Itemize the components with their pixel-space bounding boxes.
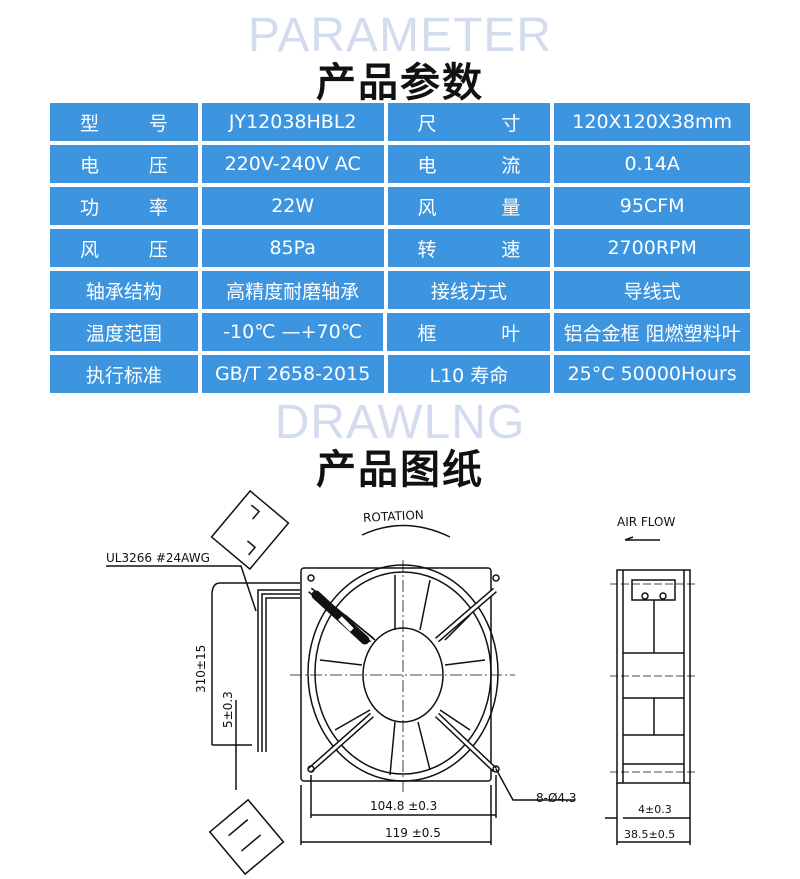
- spec-label: 框叶: [387, 313, 551, 351]
- drawing-cn-title: 产品图纸: [316, 447, 484, 493]
- label-text: 接线方式: [430, 280, 507, 303]
- spec-label: 尺寸: [387, 103, 551, 141]
- mounting-holes-label: 8-Ø4.3: [536, 791, 577, 805]
- hole-spacing-label: 104.8 ±0.3: [370, 799, 437, 813]
- spec-label: 风压: [50, 229, 198, 267]
- parameter-cn-title: 产品参数: [316, 60, 484, 106]
- spec-value: GB/T 2658-2015: [201, 355, 384, 393]
- spec-label: 电流: [387, 145, 551, 183]
- spec-row: 轴承结构 高精度耐磨轴承 接线方式 导线式: [50, 271, 750, 309]
- spec-value: 85Pa: [201, 229, 384, 267]
- label-text: 风: [417, 196, 437, 219]
- label-text: 转: [417, 238, 437, 261]
- spec-value: 25°C 50000Hours: [554, 355, 750, 393]
- label-text: 量: [501, 196, 521, 219]
- spec-label: 电压: [50, 145, 198, 183]
- spec-label: 温度范围: [50, 313, 198, 351]
- label-text: 压: [148, 154, 168, 177]
- label-text: 尺: [417, 112, 437, 135]
- label-text: 型: [80, 112, 100, 135]
- label-text: 速: [501, 238, 521, 261]
- label-text: 轴承结构: [85, 280, 162, 303]
- lead-length-label: 310±15: [194, 645, 208, 693]
- connector-top-icon: [210, 489, 290, 571]
- spec-label: 轴承结构: [50, 271, 198, 309]
- label-text: 框: [417, 322, 437, 345]
- label-text: 风: [80, 238, 100, 261]
- label-text: 率: [148, 196, 168, 219]
- label-text: 流: [501, 154, 521, 177]
- spec-value: 高精度耐磨轴承: [201, 271, 384, 309]
- fan-drawing: ROTATION AIR FLOW UL3266 #24AWG 310±15 5…: [106, 489, 698, 876]
- label-text: 电: [417, 154, 437, 177]
- spec-label: 转速: [387, 229, 551, 267]
- air-flow-arrow-icon: [624, 536, 660, 541]
- spec-label: 接线方式: [387, 271, 551, 309]
- spec-value: 导线式: [554, 271, 750, 309]
- spec-label: L10 寿命: [387, 355, 551, 393]
- frame-width-label: 119 ±0.5: [385, 826, 441, 840]
- drawing-title: DRAWLNG: [274, 396, 526, 449]
- rotation-arrow-icon: [361, 524, 451, 538]
- label-text: 功: [80, 196, 100, 219]
- depth-label: 38.5±0.5: [624, 828, 675, 841]
- spec-value: 22W: [201, 187, 384, 225]
- spec-value: -10℃ —+70℃: [201, 313, 384, 351]
- label-text: 寸: [501, 112, 521, 135]
- label-text: 叶: [501, 322, 521, 345]
- spec-row: 执行标准 GB/T 2658-2015 L10 寿命 25°C 50000Hours: [50, 355, 750, 393]
- spec-label: 功率: [50, 187, 198, 225]
- label-text: L10 寿命: [429, 364, 509, 387]
- spec-value: 95CFM: [554, 187, 750, 225]
- flange-thickness-label: 4±0.3: [638, 803, 672, 816]
- fan-side-view: [610, 569, 698, 784]
- rotation-label: ROTATION: [363, 508, 424, 525]
- fan-front-view: [290, 560, 515, 795]
- spec-value: 120X120X38mm: [554, 103, 750, 141]
- label-text: 温度范围: [85, 322, 162, 345]
- spec-value: 2700RPM: [554, 229, 750, 267]
- strip-length-label: 5±0.3: [221, 691, 235, 728]
- wire-spec-label: UL3266 #24AWG: [106, 551, 210, 565]
- spec-value: 220V-240V AC: [201, 145, 384, 183]
- label-text: 号: [148, 112, 168, 135]
- spec-value: JY12038HBL2: [201, 103, 384, 141]
- spec-value: 0.14A: [554, 145, 750, 183]
- label-text: 电: [80, 154, 100, 177]
- connector-bottom-icon: [208, 798, 285, 876]
- parameter-title: PARAMETER: [247, 9, 553, 62]
- label-text: 压: [148, 238, 168, 261]
- spec-value: 铝合金框 阻燃塑料叶: [554, 313, 750, 351]
- label-text: 执行标准: [85, 364, 162, 387]
- spec-label: 执行标准: [50, 355, 198, 393]
- air-flow-label: AIR FLOW: [617, 515, 676, 529]
- spec-label: 风量: [387, 187, 551, 225]
- spec-label: 型号: [50, 103, 198, 141]
